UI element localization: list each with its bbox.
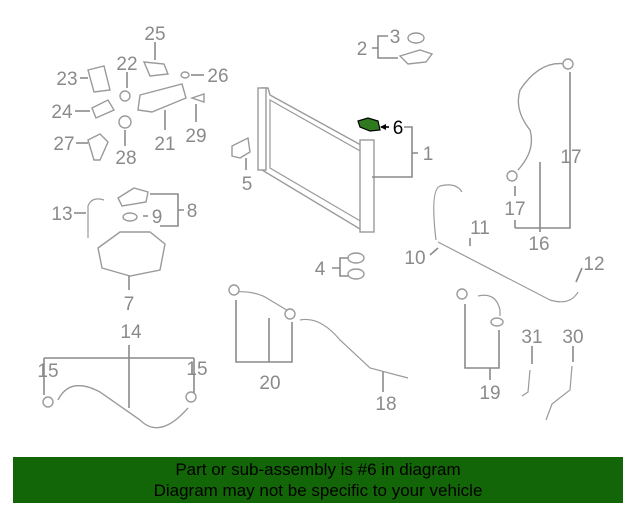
info-banner: Part or sub-assembly is #6 in diagram Di… (13, 457, 623, 503)
callout-25: 25 (144, 24, 165, 45)
callout-9: 9 (152, 207, 163, 228)
callout-18: 18 (375, 394, 396, 415)
callout-19: 19 (479, 383, 500, 404)
callout-15: 15 (186, 359, 207, 380)
callout-3: 3 (390, 27, 401, 48)
banner-disclaimer-line: Diagram may not be specific to your vehi… (153, 481, 483, 500)
callout-22: 22 (116, 54, 137, 75)
callout-7: 7 (124, 294, 135, 315)
callout-29: 29 (185, 126, 206, 147)
callout-17: 17 (560, 147, 581, 168)
callout-10: 10 (404, 248, 425, 269)
callout-1: 1 (423, 144, 434, 165)
part-6-highlighted[interactable] (357, 117, 389, 132)
callout-26: 26 (207, 66, 228, 87)
callout-13: 13 (51, 204, 72, 225)
callout-16: 16 (528, 234, 549, 255)
callout-5: 5 (242, 174, 253, 195)
callout-14: 14 (120, 322, 142, 343)
callout-27: 27 (53, 134, 74, 155)
banner-part-line: Part or sub-assembly is #6 in diagram (175, 460, 461, 479)
callout-28: 28 (115, 148, 136, 169)
callout-30: 30 (562, 327, 583, 348)
callout-17: 17 (504, 199, 525, 220)
callout-23: 23 (56, 69, 77, 90)
callout-6: 6 (393, 118, 404, 139)
callout-20: 20 (259, 373, 280, 394)
callout-15: 15 (37, 361, 58, 382)
callout-21: 21 (154, 134, 175, 155)
callout-31: 31 (521, 327, 542, 348)
callout-24: 24 (51, 102, 73, 123)
callout-12: 12 (583, 254, 604, 275)
callout-8: 8 (187, 201, 198, 222)
callout-2: 2 (357, 39, 368, 60)
radiator-part[interactable] (257, 87, 375, 233)
callout-11: 11 (470, 218, 490, 239)
callout-4: 4 (315, 259, 326, 280)
